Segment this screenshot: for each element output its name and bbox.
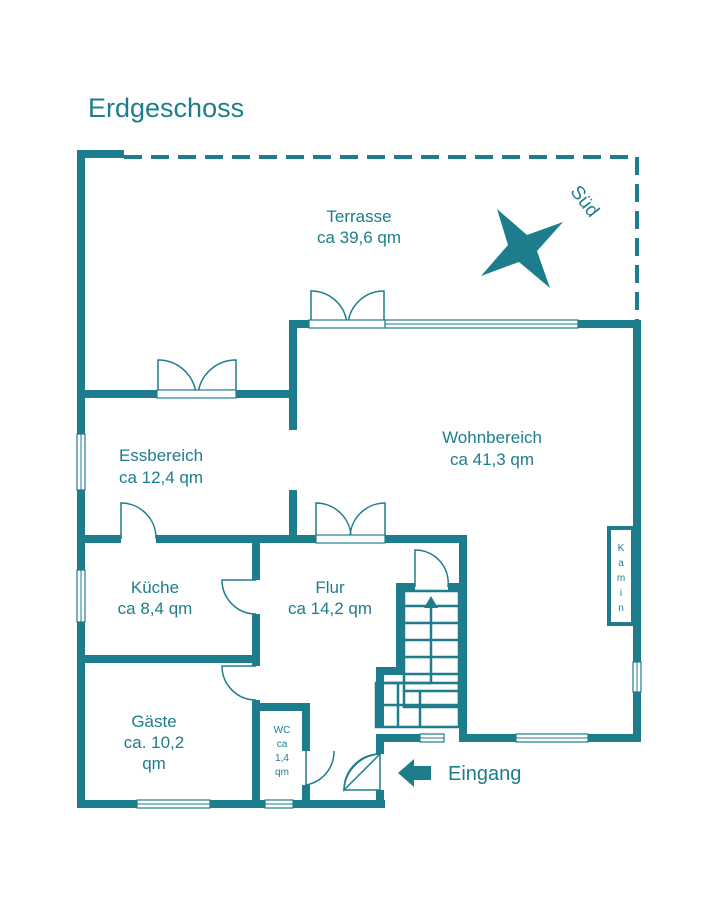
compass-label: Süd — [566, 182, 603, 222]
room-area-unit-wc: qm — [275, 767, 289, 778]
room-area-kueche: ca 8,4 qm — [118, 599, 193, 618]
entrance-arrow-icon — [398, 759, 431, 787]
room-name-flur: Flur — [315, 578, 345, 597]
room-name-gaeste: Gäste — [131, 712, 176, 731]
room-name-wc: WC — [274, 725, 291, 736]
room-name-terrasse: Terrasse — [326, 207, 391, 226]
room-area-essbereich: ca 12,4 qm — [119, 468, 203, 487]
room-area-wc: ca — [277, 739, 288, 750]
kamin: K a m i n — [607, 526, 635, 626]
kamin-letter: K — [618, 543, 625, 554]
room-area-gaeste: ca. 10,2 — [124, 733, 185, 752]
entrance-label: Eingang — [448, 763, 521, 785]
kamin-letter: a — [618, 558, 624, 569]
room-area-flur: ca 14,2 qm — [288, 599, 372, 618]
compass-star-icon — [481, 209, 563, 288]
staircase — [374, 589, 461, 729]
kamin-letter: m — [617, 573, 625, 584]
room-area-wohnbereich: ca 41,3 qm — [450, 450, 534, 469]
kamin-letter: i — [620, 588, 622, 599]
terrace-boundary — [124, 155, 639, 322]
room-area-wc-value: 1,4 — [275, 753, 289, 764]
walls — [77, 150, 641, 808]
room-area-terrasse: ca 39,6 qm — [317, 228, 401, 247]
room-name-essbereich: Essbereich — [119, 446, 203, 465]
room-name-wohnbereich: Wohnbereich — [442, 428, 542, 447]
plan-title: Erdgeschoss — [88, 93, 244, 123]
doors — [120, 290, 449, 792]
kamin-letter: n — [618, 603, 624, 614]
room-name-kueche: Küche — [131, 578, 179, 597]
room-area-unit-gaeste: qm — [142, 754, 166, 773]
